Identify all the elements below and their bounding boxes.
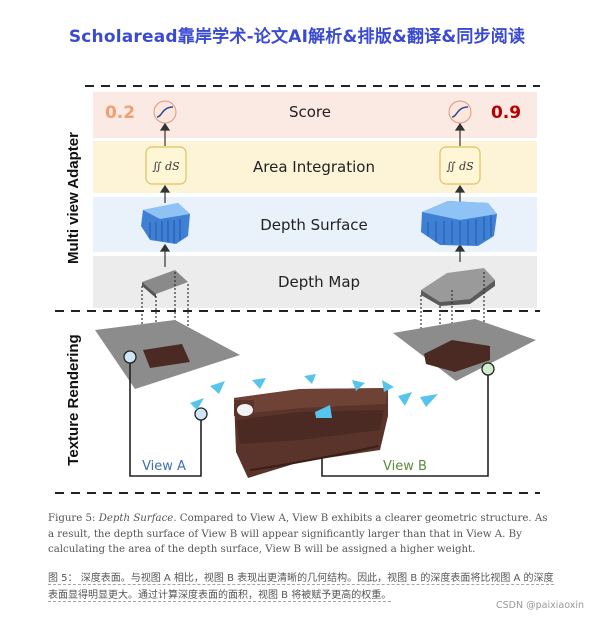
svg-text:∬ dS: ∬ dS — [446, 160, 474, 173]
arrows-right — [454, 122, 466, 262]
camera-markers — [190, 374, 438, 418]
texture-side-label: Texture Rendering — [65, 334, 82, 465]
camera-dot-a-plane — [123, 350, 137, 364]
row-label-area: Area Integration — [253, 158, 375, 176]
integral-icon-left: ∬ dS — [145, 146, 187, 185]
translation-text[interactable]: 图 5： 深度表面。与视图 A 相比，视图 B 表现出更清晰的几何结构。因此，视… — [48, 573, 554, 602]
view-a-connector — [129, 363, 202, 477]
row-label-map: Depth Map — [278, 273, 360, 291]
depth-map-right — [421, 268, 495, 306]
integral-icon-right: ∬ dS — [439, 146, 481, 185]
texture-plane-left — [95, 320, 240, 389]
sigmoid-icon-right — [448, 100, 472, 124]
banner-title: Scholaread靠岸学术-论文AI解析&排版&翻译&同步阅读 — [68, 27, 526, 47]
depth-surface-left — [141, 203, 190, 244]
view-a-label: View A — [142, 459, 186, 474]
camera-dot-b-plane — [481, 362, 495, 376]
score-value-right: 0.9 — [491, 103, 521, 123]
row-label-score: Score — [289, 103, 331, 121]
depth-map-left — [142, 270, 188, 298]
caption-prefix: Figure 5: — [48, 513, 99, 524]
row-label-surface: Depth Surface — [260, 216, 368, 234]
score-value-left: 0.2 — [105, 103, 135, 123]
texture-plane-right — [393, 319, 536, 381]
figure-caption: Figure 5: Depth Surface. Compared to Vie… — [48, 511, 548, 558]
caption-translation: 图 5： 深度表面。与视图 A 相比，视图 B 表现出更清晰的几何结构。因此，视… — [48, 570, 558, 604]
adapter-side-label: Multi view Adapter — [65, 132, 82, 264]
sofa-model — [234, 388, 388, 478]
depth-surface-right — [421, 201, 497, 246]
svg-text:∬ dS: ∬ dS — [152, 160, 180, 173]
watermark-credit: CSDN @paixiaoxin — [496, 600, 584, 611]
caption-body: . Compared to View A, View B exhibits a … — [48, 513, 548, 555]
view-b-label: View B — [383, 459, 427, 474]
arrows-left — [159, 122, 171, 267]
caption-title: Depth Surface — [98, 513, 174, 524]
sigmoid-icon-left — [153, 100, 177, 124]
